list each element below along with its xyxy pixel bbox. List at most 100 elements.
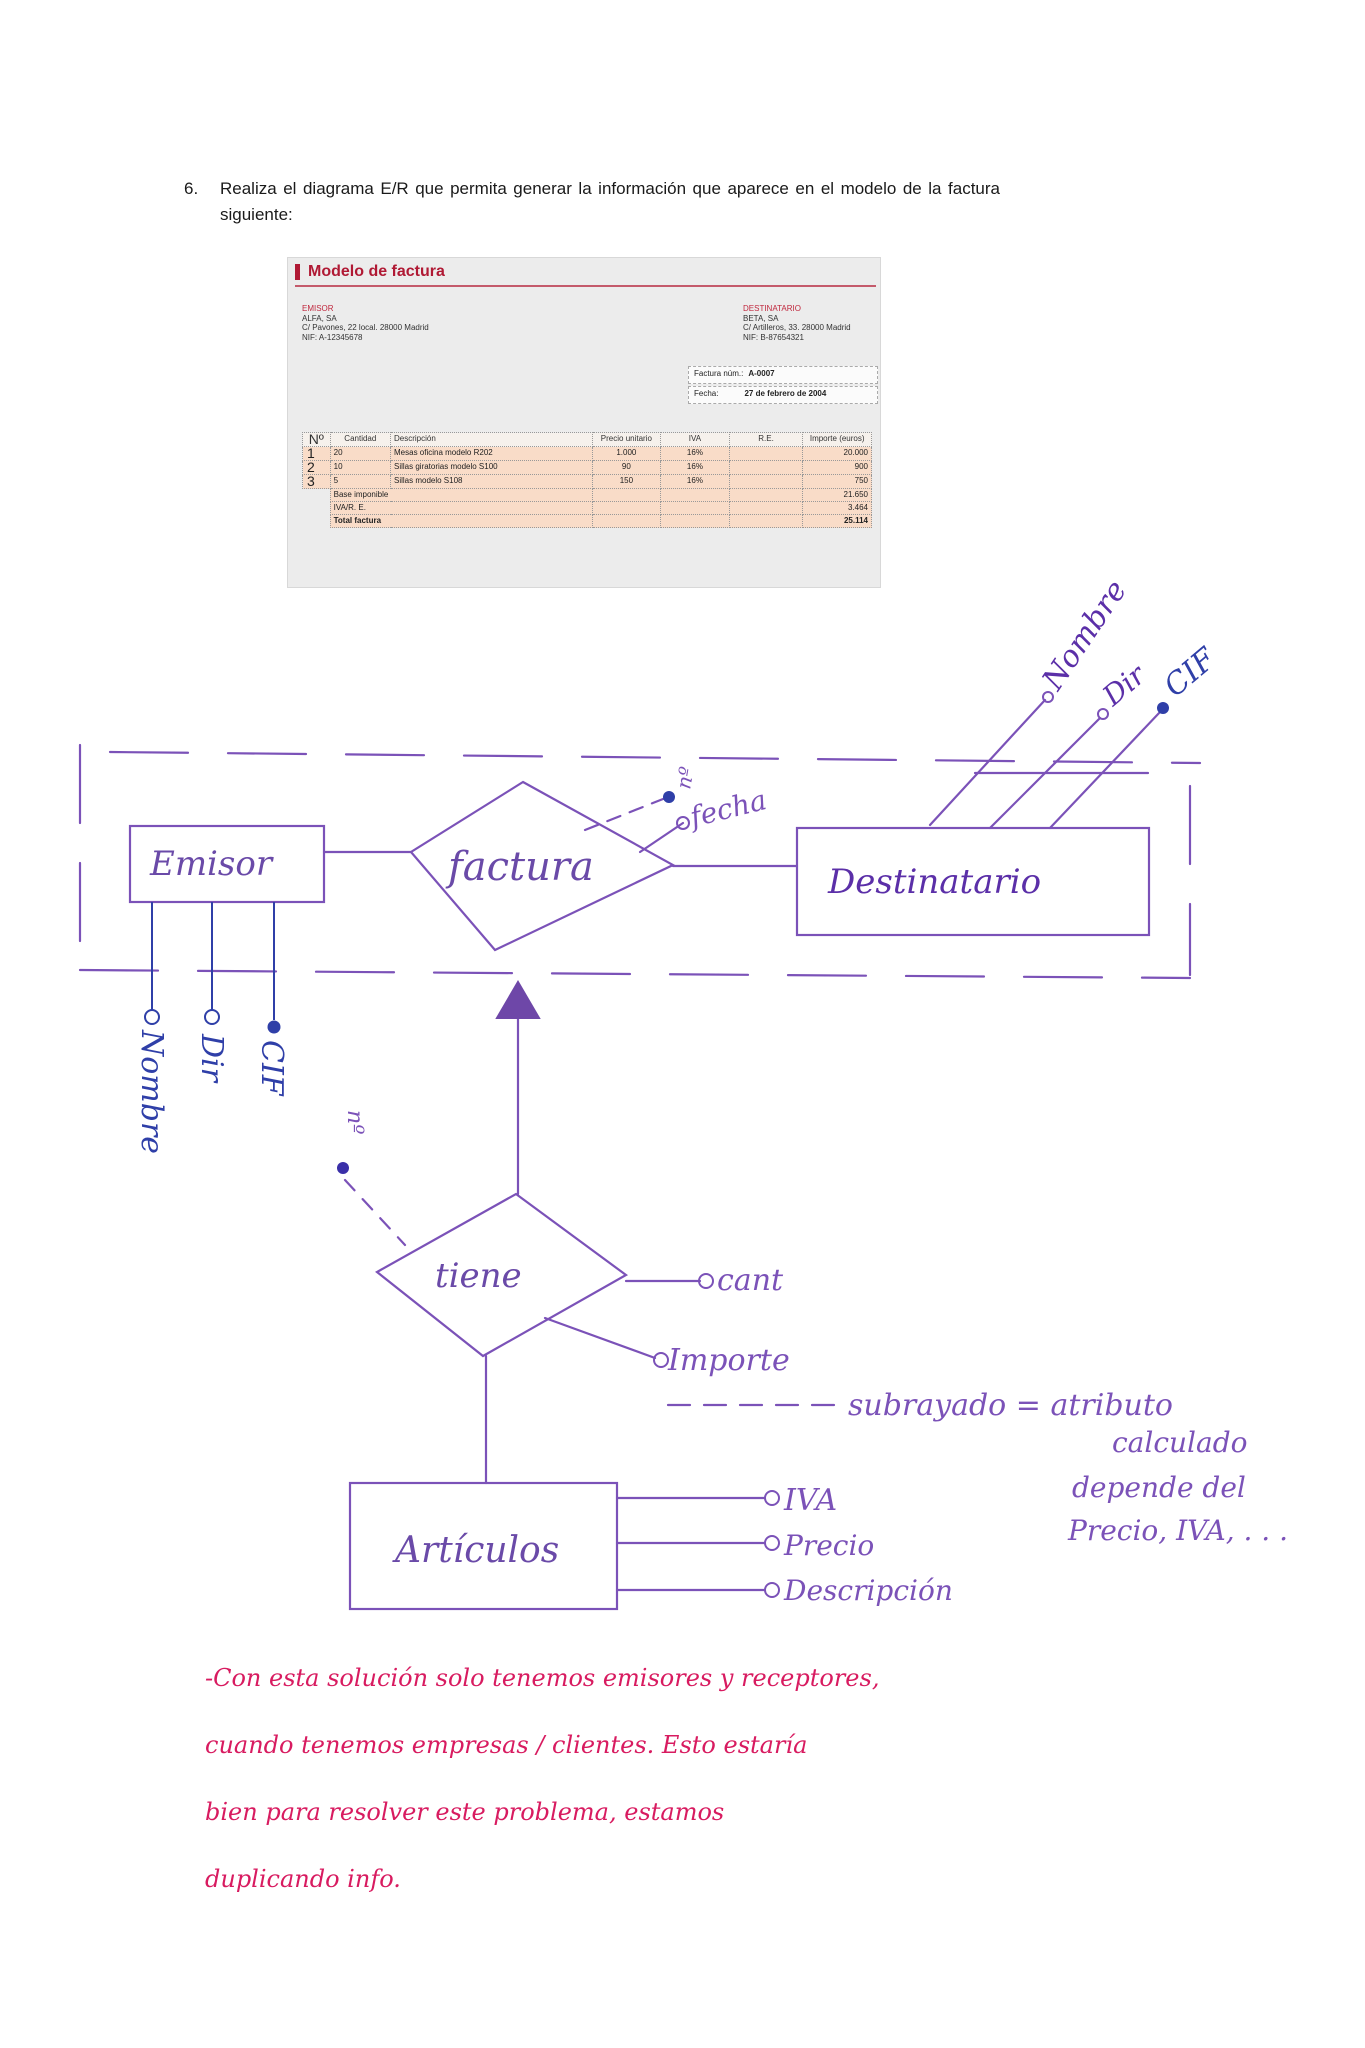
fecha-value: 27 de febrero de 2004	[744, 389, 827, 398]
cell-cantidad: 20	[329, 446, 392, 461]
emisor-label: EMISOR	[302, 304, 334, 313]
cell-precio: 90	[591, 460, 662, 475]
col-header: IVA	[660, 432, 730, 447]
note-line: -Con esta solución solo tenemos emisores…	[205, 1664, 880, 1692]
articulos-entity-label: Artículos	[392, 1530, 559, 1571]
fecha-row: Fecha: 27 de febrero de 2004	[688, 386, 878, 404]
total-value: 3.464	[802, 501, 872, 515]
articulos-attr-descripcion: Descripción	[783, 1574, 953, 1607]
attribute-circle	[698, 1273, 714, 1289]
destinatario-attr-dir: Dir	[1096, 657, 1154, 713]
key-attribute-dot	[267, 1020, 281, 1034]
cell-descripcion: Sillas modelo S108	[390, 474, 593, 489]
tiene-relationship-label: tiene	[435, 1256, 522, 1296]
attribute-circle	[764, 1490, 780, 1506]
total-label: Base imponible	[329, 488, 593, 502]
blank-cell	[728, 514, 804, 528]
blank-cell	[728, 501, 804, 515]
factura-attr-fecha: fecha	[685, 783, 770, 834]
aggregation-arrow-triangle	[495, 980, 541, 1019]
factura-relationship-label: factura	[445, 844, 594, 890]
attribute-circle	[144, 1009, 160, 1025]
note-line: bien para resolver este problema, estamo…	[205, 1798, 725, 1826]
blank-cell	[660, 514, 730, 528]
attribute-circle	[204, 1009, 220, 1025]
total-label: Total factura	[329, 514, 593, 528]
emisor-nif: NIF: A-12345678	[302, 332, 363, 342]
key-attribute-dot	[337, 1162, 349, 1174]
destinatario-nif: NIF: B-87654321	[743, 332, 804, 342]
cell-descripcion: Sillas giratorias modelo S100	[390, 460, 593, 475]
emisor-attr-nombre: Nombre	[134, 1029, 169, 1154]
blank-cell	[302, 514, 331, 528]
articulos-attr-precio: Precio	[783, 1529, 874, 1562]
factura-num-value: A-0007	[748, 369, 775, 378]
destinatario-label: DESTINATARIO	[743, 304, 801, 313]
total-value: 21.650	[802, 488, 872, 502]
attribute-circle	[764, 1582, 780, 1598]
factura-num-label: Factura núm.:	[694, 369, 744, 378]
attribute-circle	[1042, 691, 1054, 703]
destinatario-entity-label: Destinatario	[827, 862, 1041, 902]
cell-iva: 16%	[660, 446, 730, 461]
cell-re	[728, 474, 804, 489]
total-label: IVA/R. E.	[329, 501, 593, 515]
tiene-relationship-diamond	[375, 1192, 629, 1358]
table-row: 2 10 Sillas giratorias modelo S100 90 16…	[302, 460, 872, 475]
question-number: 6.	[184, 179, 199, 198]
tiene-attr-importe: Importe	[667, 1343, 790, 1378]
fecha-label: Fecha:	[694, 389, 719, 398]
blank-cell	[591, 488, 662, 502]
cell-importe: 900	[802, 460, 872, 475]
factura-num-row: Factura núm.: A-0007	[688, 366, 878, 384]
emisor-entity-box	[128, 824, 326, 904]
destinatario-attr-cif: CIF	[1158, 641, 1224, 704]
blank-cell	[302, 488, 331, 502]
destinatario-name: BETA, SA	[743, 313, 779, 323]
destinatario-entity-box	[795, 826, 1151, 937]
key-attribute-dot	[663, 791, 675, 803]
invoice-title: Modelo de factura	[295, 264, 445, 280]
tiene-attr-num: nº	[342, 1110, 367, 1135]
attribute-circle	[764, 1535, 780, 1551]
invoice-emisor-block: EMISOR ALFA, SA C/ Pavones, 22 local. 28…	[302, 304, 429, 342]
factura-relationship-diamond	[409, 780, 676, 952]
cell-importe: 750	[802, 474, 872, 489]
col-header: Descripción	[390, 432, 593, 447]
cell-importe: 20.000	[802, 446, 872, 461]
note-line: cuando tenemos empresas / clientes. Esto…	[205, 1731, 808, 1759]
invoice-title-rule	[295, 285, 876, 287]
annotation-line: calculado	[1112, 1426, 1247, 1459]
attribute-circle	[1097, 708, 1109, 720]
cell-descripcion: Mesas oficina modelo R202	[390, 446, 593, 461]
annotation-line: depende del	[1072, 1471, 1246, 1504]
cell-n: 3	[302, 474, 331, 489]
tiene-attr-line	[343, 1178, 407, 1247]
table-row: 3 5 Sillas modelo S108 150 16% 750	[302, 474, 872, 489]
factura-attr-line	[638, 821, 685, 854]
articulos-entity-box	[348, 1481, 619, 1611]
note-line: duplicando info.	[205, 1865, 401, 1893]
factura-attr-num: nº	[671, 765, 699, 791]
articulos-attr-iva: IVA	[783, 1483, 837, 1518]
blank-cell	[302, 501, 331, 515]
emisor-name: ALFA, SA	[302, 313, 337, 323]
factura-attr-line	[583, 795, 670, 832]
emisor-address: C/ Pavones, 22 local. 28000 Madrid	[302, 323, 429, 332]
destinatario-attr-line	[928, 698, 1047, 827]
table-row: 1 20 Mesas oficina modelo R202 1.000 16%…	[302, 446, 872, 461]
invoice-meta: Factura núm.: A-0007 Fecha: 27 de febrer…	[688, 366, 878, 406]
col-header: Importe (euros)	[802, 432, 872, 447]
tiene-attr-line	[543, 1316, 657, 1360]
blank-cell	[591, 514, 662, 528]
aggregation-box	[78, 743, 1202, 980]
emisor-attr-dir: Dir	[194, 1033, 229, 1084]
total-row: Total factura 25.114	[302, 514, 872, 528]
destinatario-attr-line	[1048, 710, 1162, 830]
solution-note: -Con esta solución solo tenemos emisores…	[205, 1645, 1205, 1913]
invoice-destinatario-block: DESTINATARIO BETA, SA C/ Artilleros, 33.…	[743, 304, 851, 342]
cell-iva: 16%	[660, 474, 730, 489]
invoice-image: Modelo de factura EMISOR ALFA, SA C/ Pav…	[287, 257, 881, 588]
attribute-circle	[676, 816, 690, 830]
